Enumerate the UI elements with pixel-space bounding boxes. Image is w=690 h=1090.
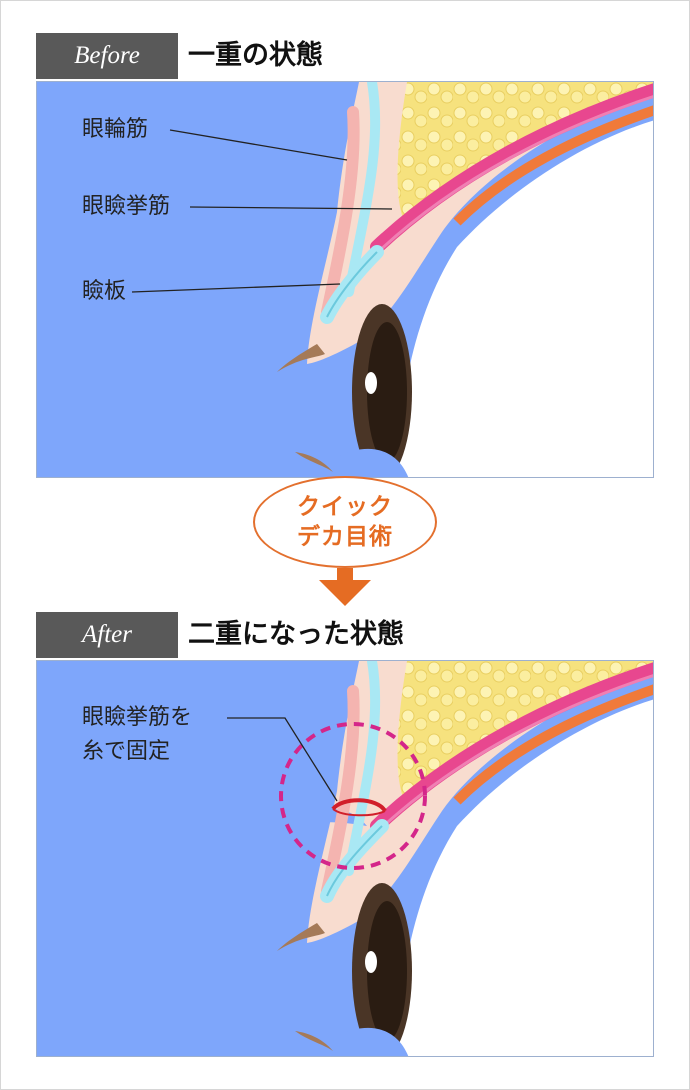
- procedure-name-line1: クイック: [297, 494, 393, 520]
- after-eyelid-illustration: [37, 661, 653, 1056]
- label-tarsus: 瞼板: [82, 279, 127, 304]
- before-diagram: 眼輪筋 眼瞼挙筋 瞼板: [36, 81, 654, 478]
- after-tag: After: [36, 612, 178, 658]
- annotation-line2: 糸で固定: [82, 739, 171, 764]
- label-orbicularis: 眼輪筋: [82, 117, 149, 142]
- procedure-name-line2: デカ目術: [297, 524, 393, 550]
- down-arrow-icon: [319, 568, 371, 606]
- before-title: 一重の状態: [188, 40, 323, 71]
- before-tag: Before: [36, 33, 178, 79]
- procedure-badge: クイック デカ目術: [253, 476, 437, 568]
- label-levator: 眼瞼挙筋: [82, 194, 171, 219]
- after-diagram: 眼瞼挙筋を 糸で固定: [36, 660, 654, 1057]
- annotation-line1: 眼瞼挙筋を: [82, 705, 193, 730]
- before-eyelid-illustration: [37, 82, 653, 477]
- after-title: 二重になった状態: [188, 619, 404, 650]
